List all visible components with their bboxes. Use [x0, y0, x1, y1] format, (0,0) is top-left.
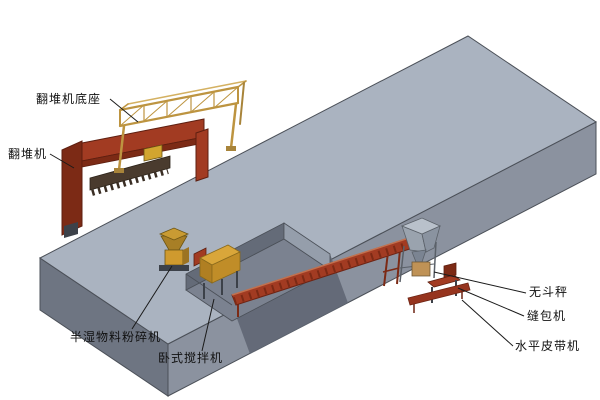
truss-diagonal — [190, 91, 215, 113]
crusher-body-side — [183, 247, 189, 265]
crusher-body — [164, 249, 184, 266]
truss-depth-tie — [237, 80, 247, 88]
leader-crusher — [131, 265, 173, 330]
horizontal-mixer — [193, 244, 241, 299]
truss-diagonal — [213, 86, 239, 109]
turner-right-post — [195, 128, 209, 182]
leader-lines — [49, 98, 527, 352]
label-horizontal-belt-conveyor: 水平皮带机 — [515, 339, 581, 353]
leader-scale — [433, 271, 527, 294]
turner-rotor-bar — [89, 155, 171, 191]
leader-sewer — [457, 287, 525, 317]
belt-frame — [407, 282, 471, 306]
leader-mixer — [201, 298, 215, 352]
sewer-table — [427, 274, 461, 288]
horizontal-belt — [407, 282, 471, 313]
conveyor-leg-brace — [382, 267, 400, 273]
turner-truss-base — [114, 80, 247, 173]
truss-foot — [114, 168, 124, 173]
truss-back-chord — [127, 80, 247, 105]
turner-rotor-teeth — [91, 168, 169, 196]
hopperless-scale — [411, 261, 431, 277]
pit-rim-edge — [185, 273, 233, 306]
conveyor-leg — [383, 251, 389, 287]
truss-diagonal — [166, 95, 192, 118]
turner-left-wall — [61, 140, 83, 236]
truss-diagonal — [143, 100, 168, 122]
turner-wheel-block — [64, 222, 78, 238]
truss-leg — [239, 82, 245, 125]
hopper — [399, 217, 441, 283]
leader-belt — [461, 299, 514, 347]
truss-leg — [117, 124, 126, 172]
scale-body — [411, 261, 431, 277]
hopper-leg — [399, 245, 405, 283]
conveyor-leg — [396, 248, 401, 285]
hopper-opening — [400, 217, 441, 235]
mixer-front-right — [211, 251, 241, 284]
label-crusher: 半湿物料粉碎机 — [70, 330, 162, 344]
pit-channel-shadow — [232, 254, 348, 354]
truss-bottom-chord — [118, 101, 240, 128]
label-bag-sewing-machine: 缝包机 — [527, 309, 567, 323]
truss-top-chord — [118, 85, 240, 112]
truss-leg — [229, 102, 238, 150]
truss-foot — [226, 146, 236, 151]
label-turner-base: 翻堆机底座 — [36, 92, 102, 106]
label-hopperless-scale: 无斗秤 — [529, 285, 569, 299]
label-turner: 翻堆机 — [8, 147, 48, 161]
truss-diagonal — [119, 104, 145, 127]
crusher-base — [159, 265, 189, 271]
crusher — [158, 227, 190, 271]
crusher-funnel-opening — [158, 227, 190, 241]
conveyor-belt-edge — [231, 236, 413, 296]
label-mixer: 卧式搅拌机 — [158, 351, 224, 365]
leader-turner-base — [109, 98, 139, 123]
leader-turner — [49, 153, 75, 169]
turner-motor — [143, 144, 163, 162]
compost-turner — [61, 118, 209, 238]
